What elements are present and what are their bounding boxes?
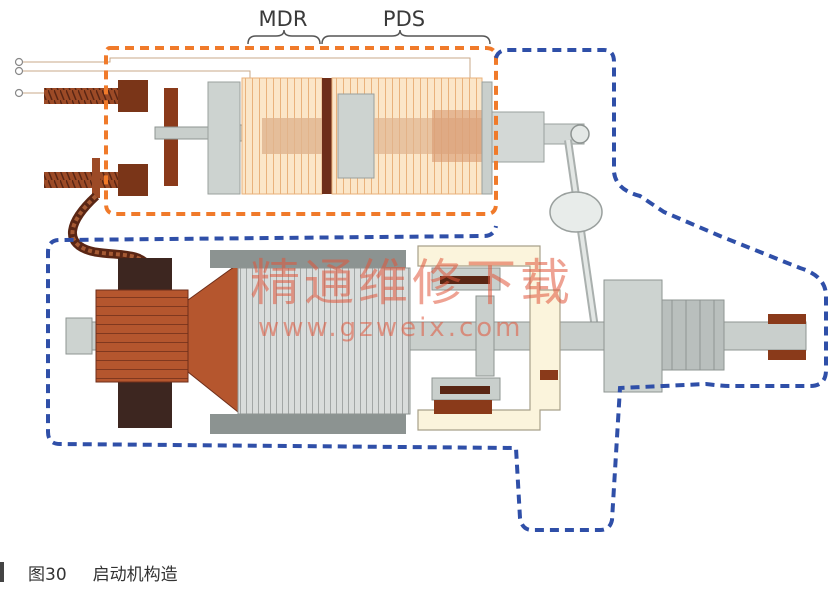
planetary-gears [431,267,501,414]
field-pole-top [210,250,406,268]
gear-housing [417,245,561,431]
shaft-bearing-top [768,314,806,324]
battery-terminal [44,80,148,112]
pds-label: PDS [383,7,425,31]
solenoid-end-plate [207,81,241,195]
armature-core [237,267,411,415]
pinion-gear [661,299,725,371]
plunger-rod [154,126,211,140]
pds-bracket [321,29,491,45]
solenoid-end-cap [481,81,493,195]
motor-housing-outline [46,48,828,532]
watermark-url: www.gzweix.com [258,313,524,343]
plunger-shaft [491,111,545,163]
control-wires [14,57,471,98]
caption-bar [0,562,4,582]
watermark-cn: 精通维修下载 [250,254,574,312]
figure-number: 图30 [28,564,67,585]
armature-cone [187,263,239,414]
motor-terminal [44,158,148,198]
figure-caption: 图30 启动机构造 [0,558,178,586]
overrunning-clutch [603,279,663,393]
mdr-bracket [247,29,321,45]
shaft-bearing-bottom [768,350,806,360]
figure-title: 启动机构造 [92,564,178,585]
iron-core-disc [322,78,332,194]
field-pole-bottom [210,414,406,434]
mdr-label: MDR [259,7,308,31]
commutator [95,289,189,383]
